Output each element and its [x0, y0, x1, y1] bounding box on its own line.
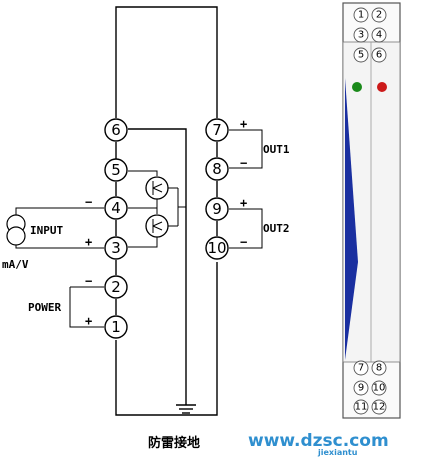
module-pin-12: 12	[371, 399, 387, 415]
power-label: POWER	[28, 301, 61, 314]
terminal-1-label: 1	[111, 318, 121, 336]
svg-text:1: 1	[358, 10, 364, 21]
svg-text:10: 10	[373, 383, 386, 394]
ground-wire	[128, 128, 187, 405]
module-pin-8: 8	[371, 360, 387, 376]
enclosure-bottom-wire	[115, 262, 218, 416]
protection-device-upper	[128, 170, 178, 209]
terminal-10[interactable]: 10	[205, 236, 229, 260]
terminal-4[interactable]: 4	[104, 196, 128, 220]
status-led-green	[352, 82, 362, 92]
module-pin-1: 1	[353, 7, 369, 23]
terminal-6-label: 6	[111, 121, 121, 139]
current-source-icon	[6, 214, 26, 246]
terminal-2[interactable]: 2	[104, 275, 128, 299]
svg-text:2: 2	[376, 10, 382, 21]
terminal-1[interactable]: 1	[104, 315, 128, 339]
terminal-8[interactable]: 8	[205, 157, 229, 181]
input-minus-wire	[15, 207, 104, 215]
terminal-8-label: 8	[212, 160, 222, 178]
out1-wire	[229, 129, 263, 169]
out1-minus-sign: −	[240, 156, 247, 170]
module-pin-11: 11	[353, 399, 369, 415]
terminal-9-label: 9	[212, 200, 222, 218]
svg-text:12: 12	[373, 402, 386, 413]
input-label: INPUT	[30, 224, 63, 237]
input-minus-sign: −	[85, 195, 92, 209]
ground-label: 防雷接地	[148, 435, 200, 451]
module-pin-4: 4	[371, 27, 387, 43]
module-pin-7: 7	[353, 360, 369, 376]
module-pin-6: 6	[371, 47, 387, 63]
terminal-6[interactable]: 6	[104, 118, 128, 142]
power-plus-wire	[69, 287, 104, 328]
terminal-7-label: 7	[212, 121, 222, 139]
input-unit-label: mA/V	[2, 258, 29, 271]
svg-text:5: 5	[358, 50, 364, 61]
watermark-text: www.dzsc.com	[248, 431, 389, 451]
terminal-9[interactable]: 9	[205, 197, 229, 221]
module-pin-10: 10	[371, 380, 387, 396]
out1-label: OUT1	[263, 143, 290, 156]
watermark-subtext: jiexiantu	[317, 448, 358, 457]
svg-text:9: 9	[358, 383, 364, 394]
terminal-3-label: 3	[111, 239, 121, 257]
module-front-view: 1 2 3 4 5 6 7 8 9 10 11 12	[342, 2, 401, 419]
svg-text:11: 11	[355, 402, 368, 413]
out2-wire	[229, 208, 263, 249]
input-plus-wire	[15, 245, 104, 249]
svg-text:7: 7	[358, 363, 364, 374]
svg-text:3: 3	[358, 30, 364, 41]
status-led-red	[377, 82, 387, 92]
out2-minus-sign: −	[240, 235, 247, 249]
out2-plus-sign: +	[240, 196, 247, 210]
terminal-10-label: 10	[207, 239, 226, 257]
terminal-2-label: 2	[111, 278, 121, 296]
power-plus-sign: +	[85, 314, 92, 328]
terminal-4-label: 4	[111, 199, 121, 217]
terminal-3[interactable]: 3	[104, 236, 128, 260]
svg-text:8: 8	[376, 363, 382, 374]
module-pin-2: 2	[371, 7, 387, 23]
power-minus-sign: −	[85, 274, 92, 288]
protection-device-lower	[128, 208, 178, 248]
input-plus-sign: +	[85, 235, 92, 249]
module-pin-5: 5	[353, 47, 369, 63]
svg-text:4: 4	[376, 30, 382, 41]
terminal-7[interactable]: 7	[205, 118, 229, 142]
terminal-5[interactable]: 5	[104, 158, 128, 182]
enclosure-top-wire	[115, 6, 218, 118]
out1-plus-sign: +	[240, 117, 247, 131]
terminal-5-label: 5	[111, 161, 121, 179]
out2-label: OUT2	[263, 222, 290, 235]
module-pin-3: 3	[353, 27, 369, 43]
ground-symbol	[176, 404, 196, 414]
module-accent-stripe	[345, 78, 358, 360]
svg-text:6: 6	[376, 50, 382, 61]
module-pin-9: 9	[353, 380, 369, 396]
